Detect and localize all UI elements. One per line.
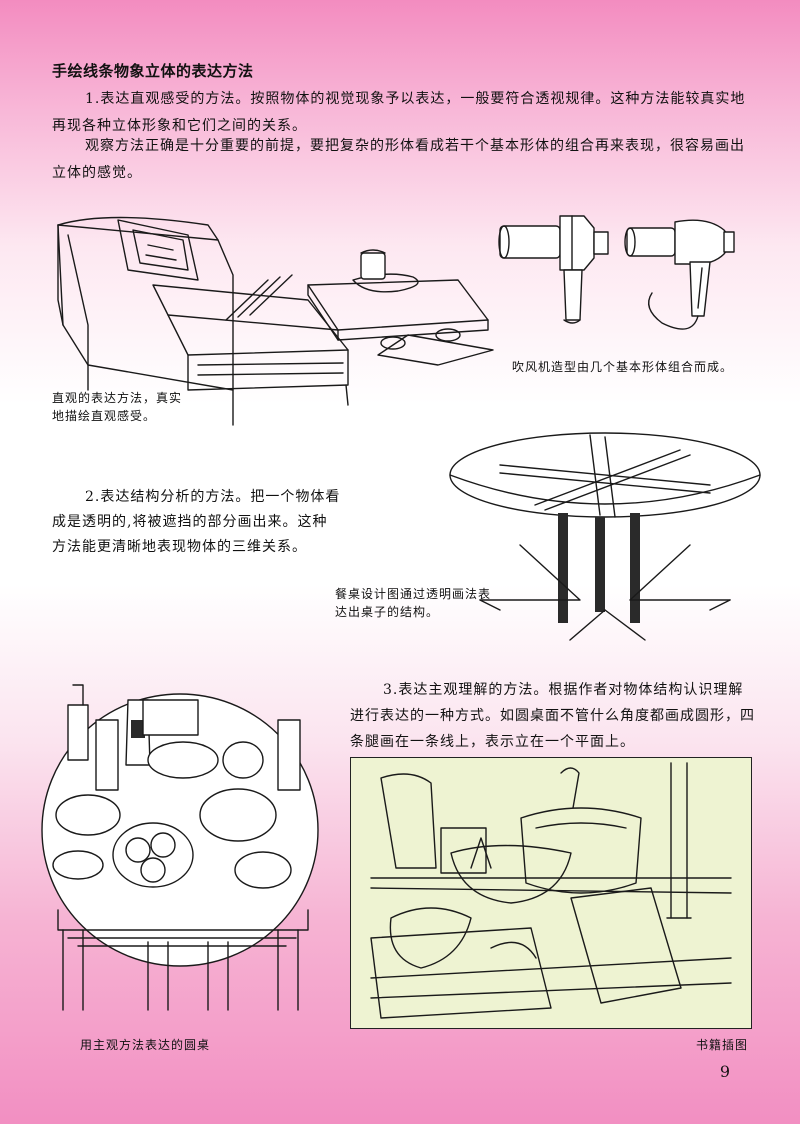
page-title: 手绘线条物象立体的表达方法 (52, 62, 254, 80)
hairdryer-illustration (498, 215, 735, 330)
sofa-illustration (57, 216, 494, 426)
paragraph-structural-method: 2.表达结构分析的方法。把一个物体看成是透明的,将被遮挡的部分画出来。这种方法能… (52, 489, 341, 555)
page-number: 9 (719, 1062, 730, 1081)
caption-book-illustration: 书籍插图 (696, 1038, 749, 1052)
paragraph-intuitive-method: 1.表达直观感受的方法。按照物体的视觉现象予以表达，一般要符合透视规律。这种方法… (52, 91, 746, 134)
paragraph-observation: 观察方法正确是十分重要的前提，要把复杂的形体看成若干个基本形体的组合再来表现，很… (52, 138, 745, 181)
round-table-illustration (41, 684, 319, 1011)
book-illustration (370, 762, 732, 1019)
caption-round-table: 用主观方法表达的圆桌 (80, 1038, 211, 1052)
dining-table-illustration (449, 432, 761, 641)
caption-dining-table: 餐桌设计图通过透明画法表达出桌子的结构。 (335, 587, 492, 619)
caption-sofa: 直观的表达方法，真实地描绘直观感受。 (52, 391, 183, 423)
paragraph-subjective-method: 3.表达主观理解的方法。根据作者对物体结构认识理解进行表达的一种方式。如圆桌面不… (350, 682, 755, 750)
caption-hairdryer: 吹风机造型由几个基本形体组合而成。 (512, 360, 734, 374)
book-illustration-panel (350, 757, 752, 1029)
